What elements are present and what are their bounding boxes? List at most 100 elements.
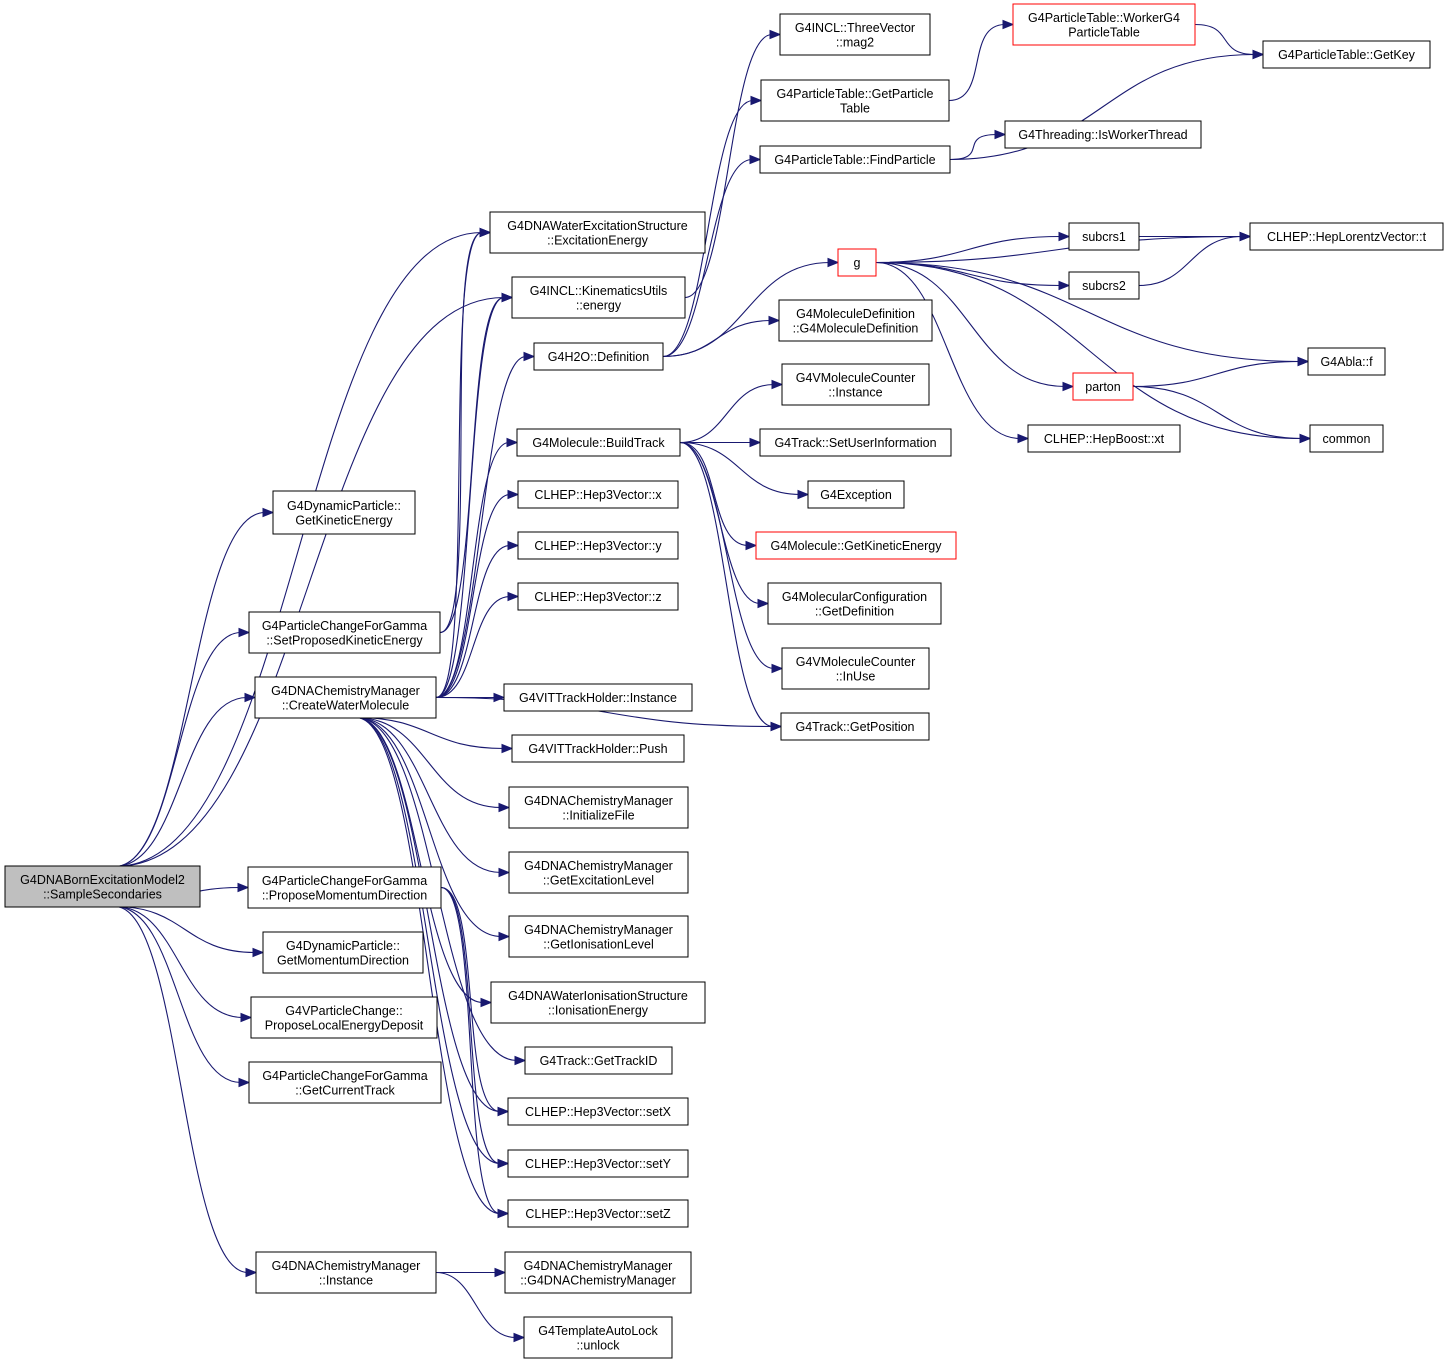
node-label: G4DNAChemistryManager [271,684,420,698]
node-vmcI[interactable]: G4VMoleculeCounter::Instance [781,363,930,406]
node-pled[interactable]: G4VParticleChange::ProposeLocalEnergyDep… [250,996,438,1039]
arrowhead-icon [480,997,493,1008]
arrowhead-icon [507,489,520,500]
node-tsui[interactable]: G4Track::SetUserInformation [759,428,952,457]
node-tgp[interactable]: G4Track::GetPosition [780,712,930,741]
node-label: G4Track::GetTrackID [540,1054,658,1068]
node-exc[interactable]: G4Exception [807,480,905,509]
node-label: Table [840,101,870,115]
node-wee[interactable]: G4DNAWaterExcitationStructure::Excitatio… [489,211,706,254]
node-box [781,647,930,690]
node-label: ::unlock [576,1338,620,1352]
node-label: G4INCL::KinematicsUtils [530,284,668,298]
node-hlv[interactable]: CLHEP::HepLorentzVector::t [1249,222,1444,251]
arrowhead-icon [523,351,536,362]
node-h2o[interactable]: G4H2O::Definition [533,342,664,371]
edge-cwm-to-mbt [435,437,519,699]
node-wie[interactable]: G4DNAWaterIonisationStructure::Ionisatio… [490,981,706,1024]
node-mgke[interactable]: G4Molecule::GetKineticEnergy [755,531,957,560]
node-fp[interactable]: G4ParticleTable::FindParticle [759,145,951,174]
node-root[interactable]: G4DNABornExcitationModel2::SampleSeconda… [4,865,201,908]
node-mag2[interactable]: G4INCL::ThreeVector::mag2 [779,13,931,56]
node-sub2[interactable]: subcrs2 [1068,271,1140,300]
node-h3z[interactable]: CLHEP::Hep3Vector::z [517,582,679,611]
node-label: G4VMoleculeCounter [796,655,916,669]
node-tal[interactable]: G4TemplateAutoLock::unlock [523,1316,673,1359]
node-box [516,428,681,457]
node-label: G4DynamicParticle:: [286,939,400,953]
edge-mbt-to-exc [679,441,810,500]
node-iwt[interactable]: G4Threading::IsWorkerThread [1004,120,1202,149]
node-cmGEL[interactable]: G4DNAChemistryManager::GetExcitationLeve… [508,851,689,894]
node-box [759,428,952,457]
edge-cwm-to-cmGIL [355,716,511,942]
node-h3y[interactable]: CLHEP::Hep3Vector::y [517,531,679,560]
edge-line [114,631,242,868]
node-box [779,13,931,56]
node-cmGIL[interactable]: G4DNAChemistryManager::GetIonisationLeve… [508,915,689,958]
node-vitP[interactable]: G4VITTrackHolder::Push [511,734,685,763]
node-box [507,1199,689,1228]
node-setY[interactable]: CLHEP::Hep3Vector::setY [507,1149,689,1178]
node-pmd[interactable]: G4ParticleChangeForGamma::ProposeMomentu… [247,866,442,909]
edge-fp-to-gk [949,49,1265,161]
node-label: G4Track::GetPosition [795,720,914,734]
node-box [517,531,679,560]
edge-line [440,886,501,1113]
node-setX[interactable]: CLHEP::Hep3Vector::setX [507,1097,689,1126]
node-setZ[interactable]: CLHEP::Hep3Vector::setZ [507,1199,689,1228]
node-label: G4Threading::IsWorkerThread [1018,128,1187,142]
node-label: G4DNABornExcitationModel2 [20,873,185,887]
arrowhead-icon [1299,433,1312,444]
node-mcgd[interactable]: G4MolecularConfiguration::GetDefinition [767,582,942,625]
node-label: common [1323,432,1371,446]
arrowhead-icon [498,867,511,878]
edge-line [684,33,773,299]
node-cmCtor[interactable]: G4DNAChemistryManager::G4DNAChemistryMan… [504,1251,692,1294]
node-gmd[interactable]: G4DynamicParticle::GetMomentumDirection [262,931,424,974]
node-sub1[interactable]: subcrs1 [1068,222,1140,251]
arrowhead-icon [497,1106,510,1117]
edge-root-to-gmd [114,905,265,958]
node-dynKE[interactable]: G4DynamicParticle::GetKineticEnergy [272,490,416,535]
arrowhead-icon [770,721,783,732]
edge-fp-to-iwt [949,129,1007,161]
edge-line [875,235,1243,264]
arrowhead-icon [994,129,1007,140]
node-vmcU[interactable]: G4VMoleculeCounter::InUse [781,647,930,690]
node-vitI[interactable]: G4VITTrackHolder::Instance [503,683,693,712]
node-mbt[interactable]: G4Molecule::BuildTrack [516,428,681,457]
edge-line [679,383,775,444]
edge-root-to-pled [114,905,253,1023]
node-label: G4ParticleChangeForGamma [262,1069,427,1083]
node-abla[interactable]: G4Abla::f [1307,347,1386,376]
node-box [508,786,689,829]
arrowhead-icon [769,29,782,40]
node-mdef[interactable]: G4MoleculeDefinition::G4MoleculeDefiniti… [778,299,933,342]
node-label: G4TemplateAutoLock [538,1324,658,1338]
node-h3x[interactable]: CLHEP::Hep3Vector::x [517,480,679,509]
edge-mbt-to-tgp [679,441,783,732]
node-cmIF[interactable]: G4DNAChemistryManager::InitializeFile [508,786,689,829]
node-label: GetKineticEnergy [295,513,393,527]
node-parton[interactable]: parton [1072,372,1134,401]
node-g[interactable]: g [837,248,877,277]
node-gk[interactable]: G4ParticleTable::GetKey [1262,40,1431,69]
node-cmInst[interactable]: G4DNAChemistryManager::Instance [255,1251,437,1294]
node-common[interactable]: common [1309,424,1384,453]
node-cwm[interactable]: G4DNAChemistryManager::CreateWaterMolecu… [254,676,437,719]
edge-root-to-setPKE [114,627,251,868]
edge-line [662,319,772,358]
node-label: G4ParticleTable::WorkerG4 [1028,11,1180,25]
node-label: ProposeLocalEnergyDeposit [265,1018,424,1032]
node-label: CLHEP::HepLorentzVector::t [1267,230,1427,244]
edge-g-to-sub1 [875,231,1071,264]
node-gct[interactable]: G4ParticleChangeForGamma::GetCurrentTrac… [248,1061,442,1104]
node-box [517,480,679,509]
node-gtid[interactable]: G4Track::GetTrackID [524,1046,673,1075]
node-setPKE[interactable]: G4ParticleChangeForGamma::SetProposedKin… [248,611,441,654]
node-hbxt[interactable]: CLHEP::HepBoost::xt [1027,424,1181,453]
node-kue[interactable]: G4INCL::KinematicsUtils::energy [511,276,686,319]
